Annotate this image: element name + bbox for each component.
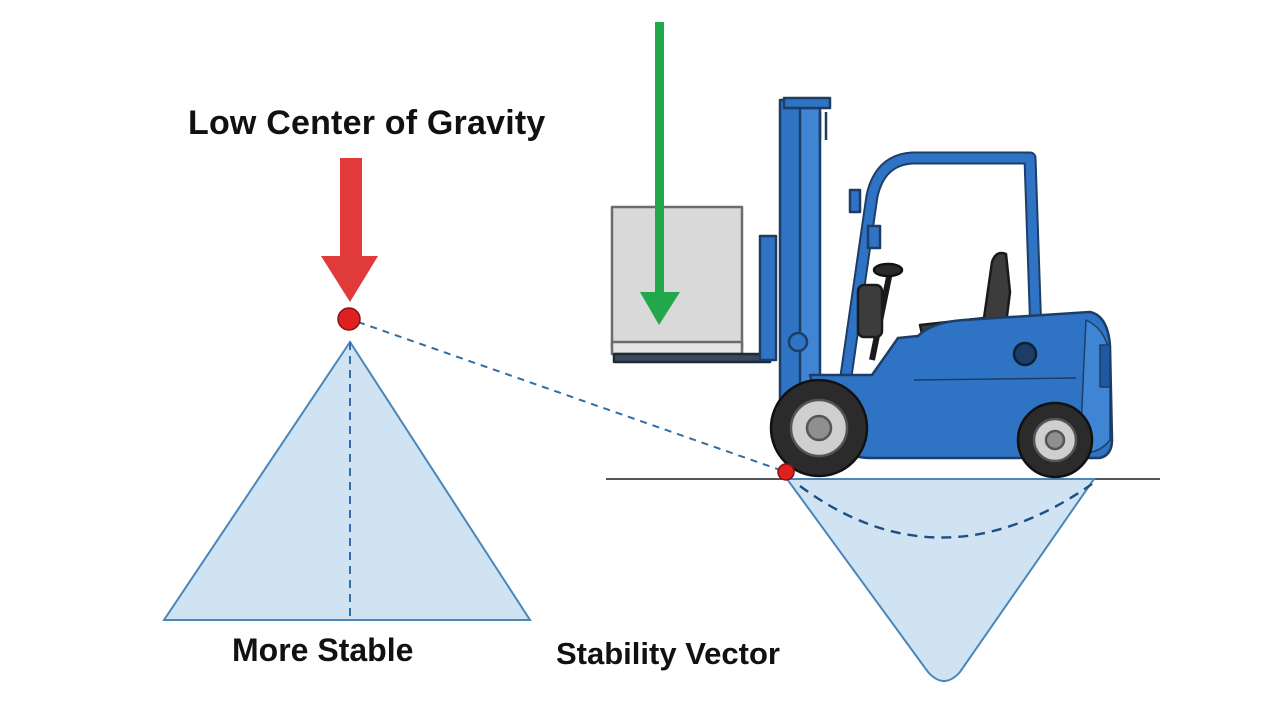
forklift-icon (610, 96, 1114, 479)
load-box (610, 205, 744, 356)
stability-arc (799, 483, 1093, 539)
title-label: Low Center of Gravity (188, 104, 546, 142)
rear-wheel (1016, 401, 1094, 479)
more-stable-label: More Stable (232, 632, 414, 668)
stability-triangle (162, 340, 532, 621)
stability-vector-triangle (785, 478, 1096, 682)
green-down-arrow-icon (640, 22, 680, 325)
red-down-arrow-icon (321, 158, 378, 302)
center-of-gravity-point (337, 307, 361, 331)
stability-dashed-line (357, 321, 787, 473)
tipping-point (777, 463, 795, 481)
front-wheel (769, 378, 869, 478)
stability-vector-label: Stability Vector (556, 636, 780, 671)
